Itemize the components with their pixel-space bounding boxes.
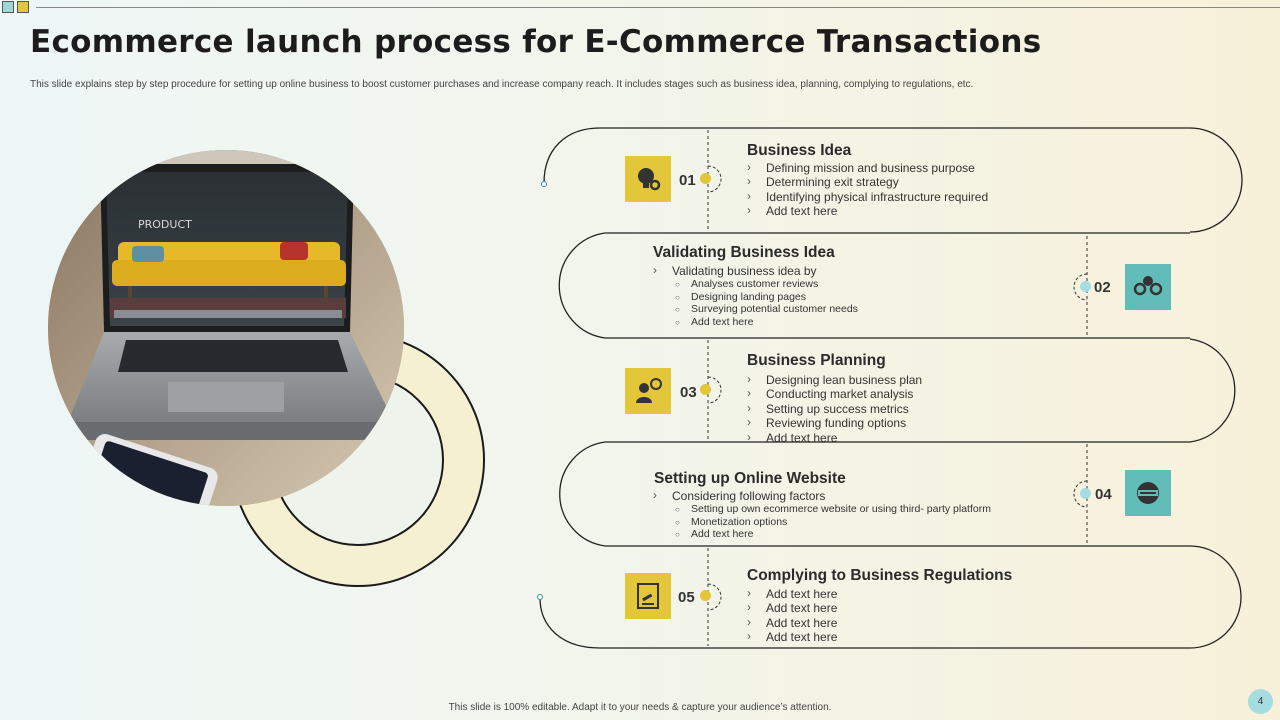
stage-2-sub-bullet: Surveying potential customer needs [673, 303, 858, 316]
stage-1-number: 01 [679, 172, 696, 189]
stage-2-sub-bullet: Designing landing pages [673, 291, 858, 304]
stage-4-number: 04 [1095, 486, 1112, 503]
slide-subtitle: This slide explains step by step procedu… [30, 79, 974, 90]
top-rule [36, 7, 1280, 8]
stage-1-title: Business Idea [747, 142, 852, 159]
stage-1-bullet: Defining mission and business purpose [747, 160, 988, 175]
stage-1-dot [700, 173, 711, 184]
stage-5-title: Complying to Business Regulations [747, 567, 1013, 584]
stage-5-bullets: Add text here Add text here Add text her… [747, 586, 837, 645]
stage-2-number: 02 [1094, 279, 1111, 296]
stage-2-title: Validating Business Idea [653, 244, 835, 261]
stage-5-bullet: Add text here [747, 615, 837, 630]
globe-www-icon [1125, 470, 1171, 516]
stage-4-bullets: Considering following factors [653, 488, 826, 503]
stage-3-bullet: Setting up success metrics [747, 401, 922, 416]
stage-5-number: 05 [678, 589, 695, 606]
stage-3-title: Business Planning [747, 352, 886, 369]
corner-square-yellow [17, 1, 29, 13]
stage-4-title: Setting up Online Website [654, 470, 846, 487]
person-chat-icon [625, 368, 671, 414]
stage-4-sub-bullet: Add text here [673, 528, 991, 541]
stage-2-sub-bullet: Add text here [673, 316, 858, 329]
photo-screen-label: PRODUCT [138, 218, 192, 231]
stage-3-bullet: Reviewing funding options [747, 415, 922, 430]
lightbulb-gears-icon [625, 156, 671, 202]
stage-1-bullet: Determining exit strategy [747, 174, 988, 189]
stage-5-bullet: Add text here [747, 600, 837, 615]
stage-4-sub-bullets: Setting up own ecommerce website or usin… [673, 503, 991, 541]
stage-3-bullet: Conducting market analysis [747, 386, 922, 401]
stage-2-bullets: Validating business idea by [653, 263, 817, 278]
slide-title: Ecommerce launch process for E-Commerce … [30, 24, 1042, 60]
stage-4-bullet: Considering following factors [653, 488, 826, 503]
stage-1-bullet: Add text here [747, 203, 988, 218]
stage-3-number: 03 [680, 384, 697, 401]
stage-2-bullet-text: Validating business idea by [672, 264, 817, 278]
gears-bulb-icon [1125, 264, 1171, 310]
certificate-gavel-icon [625, 573, 671, 619]
stage-2-dot [1080, 281, 1091, 292]
stage-4-sub-bullet: Setting up own ecommerce website or usin… [673, 503, 991, 516]
stage-2-sub-bullet: Analyses customer reviews [673, 278, 858, 291]
stage-3-bullet: Add text here [747, 430, 922, 445]
slide-footer: This slide is 100% editable. Adapt it to… [448, 702, 832, 713]
stage-1-bullet: Identifying physical infrastructure requ… [747, 189, 988, 204]
page-number: 4 [1248, 689, 1273, 714]
corner-square-teal [2, 1, 14, 13]
stage-4-dot [1080, 488, 1091, 499]
stage-4-bullet-text: Considering following factors [672, 489, 826, 503]
stage-5-bullet: Add text here [747, 629, 837, 644]
stage-2-bullet: Validating business idea by [653, 263, 817, 278]
stage-1-bullets: Defining mission and business purpose De… [747, 160, 988, 219]
laptop-photo: PRODUCT [48, 150, 404, 506]
stage-3-dot [700, 384, 711, 395]
stage-5-dot [700, 590, 711, 601]
stage-3-bullets: Designing lean business plan Conducting … [747, 372, 922, 445]
stage-5-bullet: Add text here [747, 586, 837, 601]
corner-squares [2, 1, 29, 13]
stage-2-sub-bullets: Analyses customer reviews Designing land… [673, 278, 858, 329]
stage-4-sub-bullet: Monetization options [673, 516, 991, 529]
stage-3-bullet: Designing lean business plan [747, 372, 922, 387]
